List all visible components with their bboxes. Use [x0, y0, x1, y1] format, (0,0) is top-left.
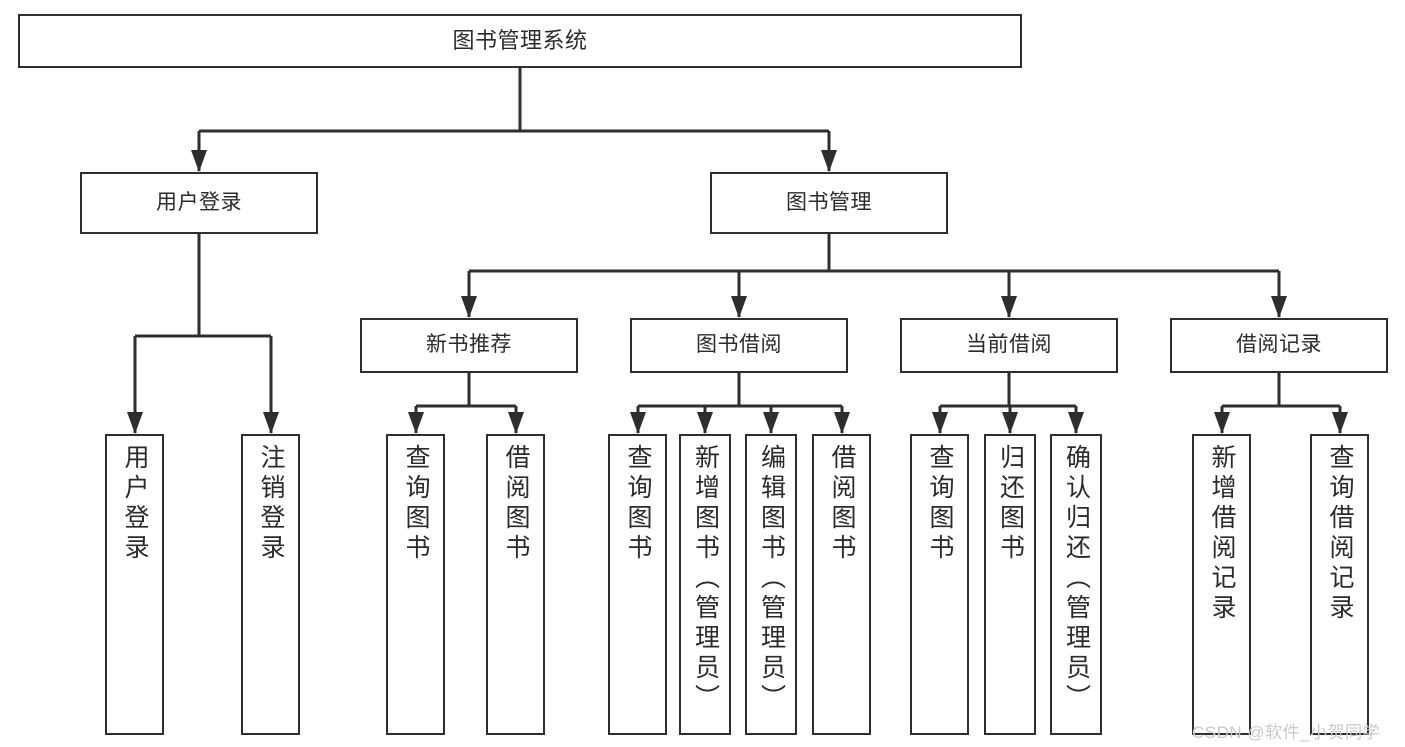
arrow-head-current-borrow [1001, 296, 1017, 318]
node-label-leaf-rec-borrow-book: 借阅图书 [502, 444, 530, 564]
node-borrow-record[interactable]: 借阅记录 [1170, 318, 1388, 373]
node-new-book-rec[interactable]: 新书推荐 [360, 318, 578, 373]
arrow-head-leaf-borrow-add-book [697, 412, 713, 434]
arrow-head-leaf-borrow-borrow-book [834, 412, 850, 434]
arrow-head-leaf-rec-query-book [408, 412, 424, 434]
node-label-leaf-borrow-add-book: 新增图书（管理员） [691, 444, 720, 714]
arrow-head-leaf-borrow-edit-book [763, 412, 779, 434]
node-book-manage[interactable]: 图书管理 [710, 172, 948, 234]
node-label-user-login: 用户登录 [156, 190, 242, 214]
node-leaf-borrow-edit-book[interactable]: 编辑图书（管理员） [745, 434, 797, 735]
node-leaf-cur-query-book[interactable]: 查询图书 [910, 434, 969, 735]
node-label-leaf-borrow-edit-book: 编辑图书（管理员） [757, 444, 786, 714]
node-leaf-user-logout[interactable]: 注销登录 [241, 434, 300, 735]
arrow-head-book-manage [821, 150, 837, 172]
node-label-new-book-rec: 新书推荐 [426, 333, 512, 357]
node-leaf-rec-add-record[interactable]: 新增借阅记录 [1192, 434, 1251, 735]
arrow-head-borrow-record [1271, 296, 1287, 318]
node-leaf-cur-confirm-return[interactable]: 确认归还（管理员） [1050, 434, 1102, 735]
arrow-head-leaf-rec-borrow-book [508, 412, 524, 434]
node-leaf-rec-query-book[interactable]: 查询图书 [386, 434, 445, 735]
node-label-leaf-user-logout: 注销登录 [257, 444, 285, 564]
node-label-leaf-borrow-query-book: 查询图书 [624, 444, 652, 564]
arrow-head-new-book-rec [461, 296, 477, 318]
node-label-leaf-cur-query-book: 查询图书 [926, 444, 954, 564]
arrow-head-leaf-user-logout [263, 412, 279, 434]
node-label-book-manage: 图书管理 [786, 190, 872, 214]
node-leaf-borrow-add-book[interactable]: 新增图书（管理员） [679, 434, 731, 735]
node-label-leaf-rec-query-record: 查询借阅记录 [1326, 444, 1354, 624]
arrow-head-leaf-rec-add-record [1214, 412, 1230, 434]
node-label-current-borrow: 当前借阅 [966, 333, 1052, 357]
node-book-borrow[interactable]: 图书借阅 [630, 318, 848, 373]
node-leaf-borrow-borrow-book[interactable]: 借阅图书 [812, 434, 871, 735]
arrow-head-leaf-user-login [127, 412, 143, 434]
node-label-leaf-rec-query-book: 查询图书 [402, 444, 430, 564]
node-current-borrow[interactable]: 当前借阅 [900, 318, 1118, 373]
node-root[interactable]: 图书管理系统 [18, 14, 1022, 68]
node-leaf-rec-borrow-book[interactable]: 借阅图书 [486, 434, 545, 735]
arrow-head-leaf-cur-confirm-return [1068, 412, 1084, 434]
node-label-book-borrow: 图书借阅 [696, 333, 782, 357]
arrow-head-leaf-cur-return-book [1002, 412, 1018, 434]
node-label-leaf-user-login: 用户登录 [121, 444, 149, 564]
node-label-leaf-cur-return-book: 归还图书 [996, 444, 1025, 564]
node-label-root: 图书管理系统 [452, 28, 588, 54]
node-leaf-borrow-query-book[interactable]: 查询图书 [608, 434, 667, 735]
arrow-head-leaf-rec-query-record [1332, 412, 1348, 434]
arrow-head-book-borrow [731, 296, 747, 318]
arrow-head-leaf-borrow-query-book [630, 412, 646, 434]
node-leaf-cur-return-book[interactable]: 归还图书 [984, 434, 1036, 735]
node-user-login[interactable]: 用户登录 [80, 172, 318, 234]
node-label-leaf-borrow-borrow-book: 借阅图书 [828, 444, 856, 564]
arrow-head-leaf-cur-query-book [932, 412, 948, 434]
node-label-leaf-rec-add-record: 新增借阅记录 [1208, 444, 1236, 624]
node-leaf-rec-query-record[interactable]: 查询借阅记录 [1310, 434, 1369, 735]
arrow-head-user-login [191, 150, 207, 172]
node-label-leaf-cur-confirm-return: 确认归还（管理员） [1062, 444, 1091, 714]
node-label-borrow-record: 借阅记录 [1236, 333, 1322, 357]
node-leaf-user-login[interactable]: 用户登录 [105, 434, 164, 735]
